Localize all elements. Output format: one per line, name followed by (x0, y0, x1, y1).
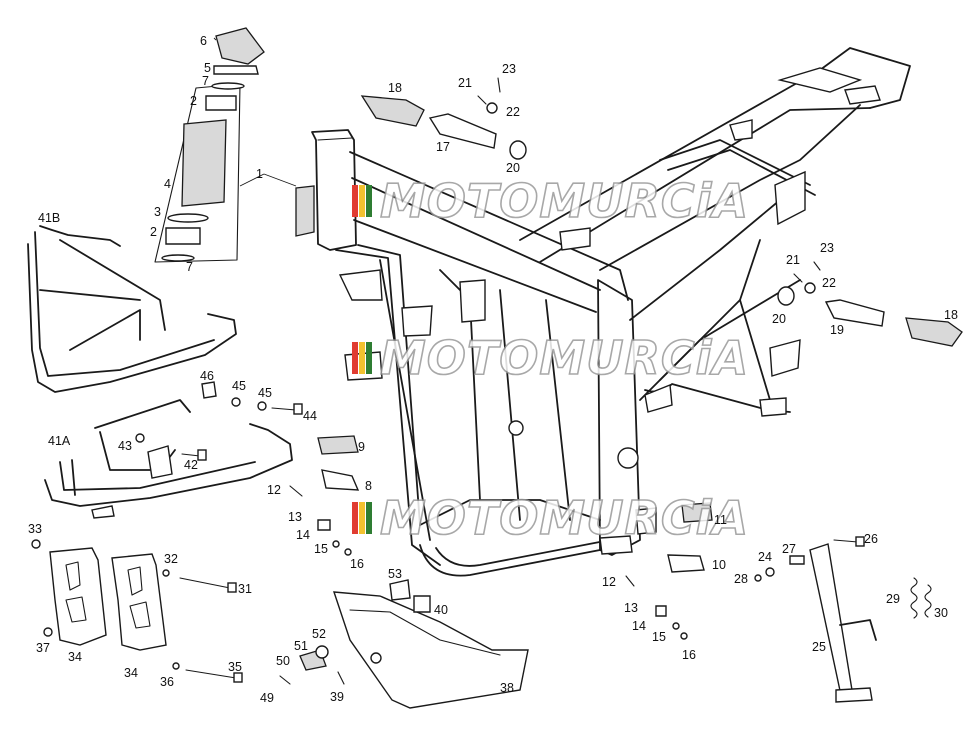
callout-50: 50 (276, 654, 290, 668)
callout-8: 8 (365, 479, 372, 493)
passenger-peg-brackets (289, 435, 713, 640)
callout-38: 38 (500, 681, 514, 695)
callout-7: 7 (202, 74, 209, 88)
callout-14: 14 (632, 619, 646, 633)
callout-5: 5 (204, 61, 211, 75)
engine-plate-right (111, 553, 167, 651)
callout-23: 23 (820, 241, 834, 255)
callout-46: 46 (200, 369, 214, 383)
callout-11: 11 (714, 513, 727, 527)
callout-26: 26 (864, 532, 878, 546)
callout-41b: 41B (38, 211, 60, 225)
watermark-2: MOTOMURCiA (352, 330, 749, 386)
callout-34: 34 (124, 666, 138, 680)
callout-12: 12 (602, 575, 616, 589)
callout-2: 2 (190, 94, 197, 108)
callout-49: 49 (260, 691, 274, 705)
callout-45: 45 (258, 386, 272, 400)
callout-39: 39 (330, 690, 344, 704)
callout-43: 43 (118, 439, 132, 453)
callout-15: 15 (314, 542, 328, 556)
callout-27: 27 (782, 542, 796, 556)
callout-33: 33 (28, 522, 42, 536)
callout-13: 13 (288, 510, 302, 524)
callout-28: 28 (734, 572, 748, 586)
watermark-3: MOTOMURCiA (352, 490, 749, 546)
watermark-text: MOTOMURCiA (380, 331, 749, 385)
callout-23: 23 (502, 62, 516, 76)
callout-10: 10 (712, 558, 726, 572)
callout-labels: 6 5 7 2 4 1 3 2 7 41B 46 45 45 44 41A 43… (28, 34, 958, 705)
callout-9: 9 (358, 440, 365, 454)
callout-15: 15 (652, 630, 666, 644)
callout-21: 21 (786, 253, 800, 267)
callout-53: 53 (388, 567, 402, 581)
callout-6: 6 (200, 34, 207, 48)
callout-19: 19 (830, 323, 844, 337)
watermark-1: MOTOMURCiA (352, 173, 749, 229)
callout-21: 21 (458, 76, 472, 90)
footpeg-left-kit (360, 77, 527, 160)
long-bolts (31, 381, 303, 683)
callout-17: 17 (436, 140, 450, 154)
engine-plate-left (49, 547, 107, 646)
callout-29: 29 (886, 592, 900, 606)
steering-bearing-kit (154, 27, 265, 263)
callout-42: 42 (184, 458, 198, 472)
callout-25: 25 (812, 640, 826, 654)
callout-40: 40 (434, 603, 448, 617)
callout-4: 4 (164, 177, 171, 191)
callout-44: 44 (303, 409, 317, 423)
callout-22: 22 (822, 276, 836, 290)
leader-lines (213, 37, 297, 187)
callout-32: 32 (164, 552, 178, 566)
callout-35: 35 (228, 660, 242, 674)
callout-20: 20 (506, 161, 520, 175)
callout-34: 34 (68, 650, 82, 664)
callout-36: 36 (160, 675, 174, 689)
crash-bar-41a (44, 399, 293, 519)
callout-16: 16 (350, 557, 364, 571)
watermark-text: MOTOMURCiA (380, 491, 749, 545)
footpeg-right-kit (777, 261, 963, 347)
callout-18: 18 (944, 308, 958, 322)
callout-30: 30 (934, 606, 948, 620)
callout-41a: 41A (48, 434, 71, 448)
callout-3: 3 (154, 205, 161, 219)
callout-51: 51 (294, 639, 308, 653)
callout-7: 7 (186, 260, 193, 274)
watermark-text: MOTOMURCiA (380, 174, 749, 228)
callout-2: 2 (150, 225, 157, 239)
callout-1: 1 (256, 167, 263, 181)
callout-45: 45 (232, 379, 246, 393)
callout-37: 37 (36, 641, 50, 655)
side-stand (754, 536, 932, 703)
callout-52: 52 (312, 627, 326, 641)
callout-18: 18 (388, 81, 402, 95)
callout-16: 16 (682, 648, 696, 662)
callout-12: 12 (267, 483, 281, 497)
callout-22: 22 (506, 105, 520, 119)
callout-24: 24 (758, 550, 772, 564)
callout-14: 14 (296, 528, 310, 542)
callout-31: 31 (238, 582, 252, 596)
crash-bar-41b (27, 225, 237, 393)
skid-plate (279, 579, 529, 709)
callout-13: 13 (624, 601, 638, 615)
callout-20: 20 (772, 312, 786, 326)
